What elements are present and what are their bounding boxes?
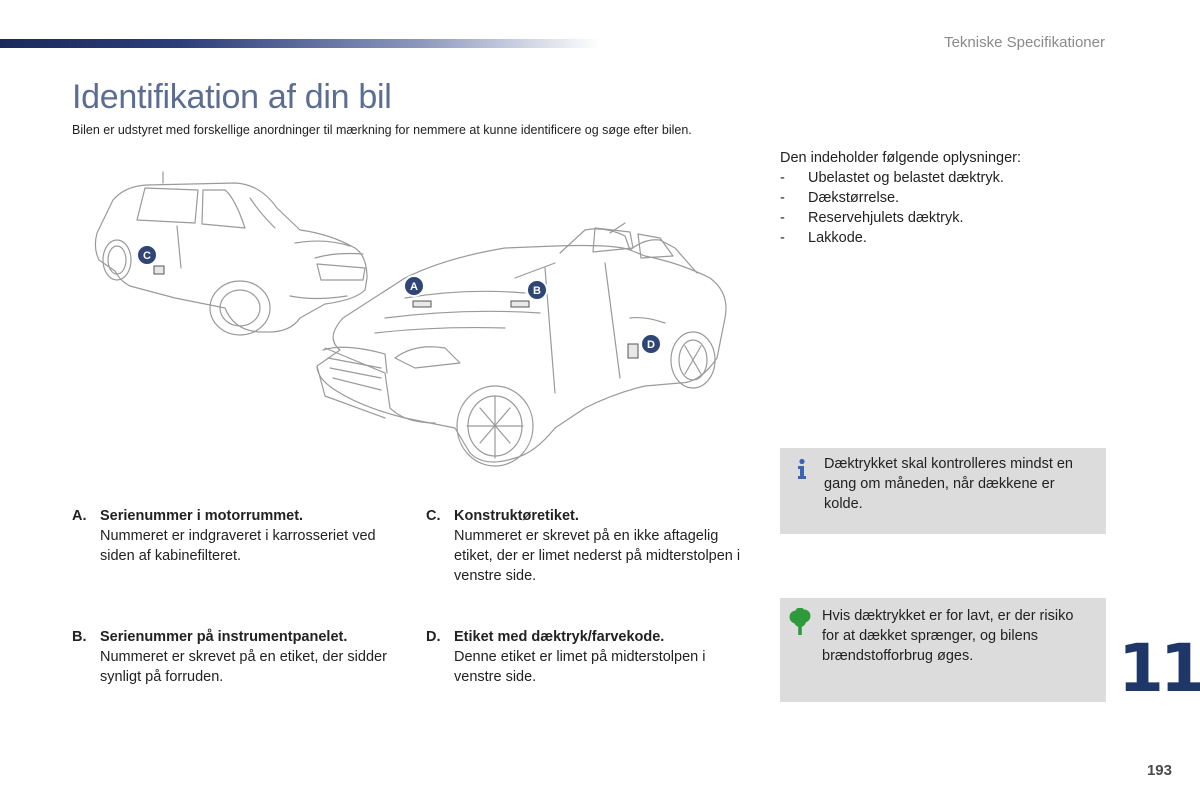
label-a-marker xyxy=(412,300,432,308)
intro-text: Bilen er udstyret med forskellige anordn… xyxy=(72,123,692,137)
list-item: -Reservehjulets dæktryk. xyxy=(780,210,964,226)
marker-a: A xyxy=(403,275,425,297)
list-item: -Dækstørrelse. xyxy=(780,190,900,206)
entry-b: B.Serienummer på instrumentpanelet. Numm… xyxy=(72,629,387,685)
marker-label: B xyxy=(533,285,541,297)
label-c-marker xyxy=(153,265,165,275)
info-note-text: Dæktrykket skal kontrolleres mindst en g… xyxy=(824,456,1073,512)
chapter-number: 11 xyxy=(1118,630,1200,707)
entry-c: C.Konstruktøretiket. Nummeret er skrevet… xyxy=(426,508,741,584)
section-title: Tekniske Specifikationer xyxy=(944,34,1105,51)
marker-label: C xyxy=(143,250,151,262)
page-number: 193 xyxy=(1146,762,1172,779)
marker-d: D xyxy=(640,333,662,355)
eco-note: Hvis dæktrykket er for lavt, er der risi… xyxy=(780,598,1106,702)
marker-label: A xyxy=(410,281,418,293)
info-list-intro: Den indeholder følgende oplysninger: xyxy=(780,150,1022,166)
list-item: -Ubelastet og belastet dæktryk. xyxy=(780,170,1004,186)
label-b-marker xyxy=(510,300,530,308)
info-note: Dæktrykket skal kontrolleres mindst en g… xyxy=(780,448,1106,534)
label-d-marker xyxy=(627,343,639,359)
marker-c: C xyxy=(136,244,158,266)
eco-note-text: Hvis dæktrykket er for lavt, er der risi… xyxy=(822,608,1074,664)
header-accent-bar xyxy=(0,39,600,48)
entry-d: D.Etiket med dæktryk/farvekode. Denne et… xyxy=(426,629,706,685)
rear-view-car xyxy=(94,171,368,336)
entry-a: A.Serienummer i motorrummet. Nummeret er… xyxy=(72,508,376,564)
page-title: Identifikation af din bil xyxy=(72,78,392,116)
marker-label: D xyxy=(647,339,655,351)
front-view-car xyxy=(316,222,727,467)
info-list: Den indeholder følgende oplysninger: -Ub… xyxy=(780,148,1100,248)
list-item: -Lakkode. xyxy=(780,230,867,246)
info-icon xyxy=(798,458,806,479)
tree-icon xyxy=(789,608,811,635)
car-illustration: A B C D xyxy=(94,171,727,467)
marker-b: B xyxy=(526,279,548,301)
